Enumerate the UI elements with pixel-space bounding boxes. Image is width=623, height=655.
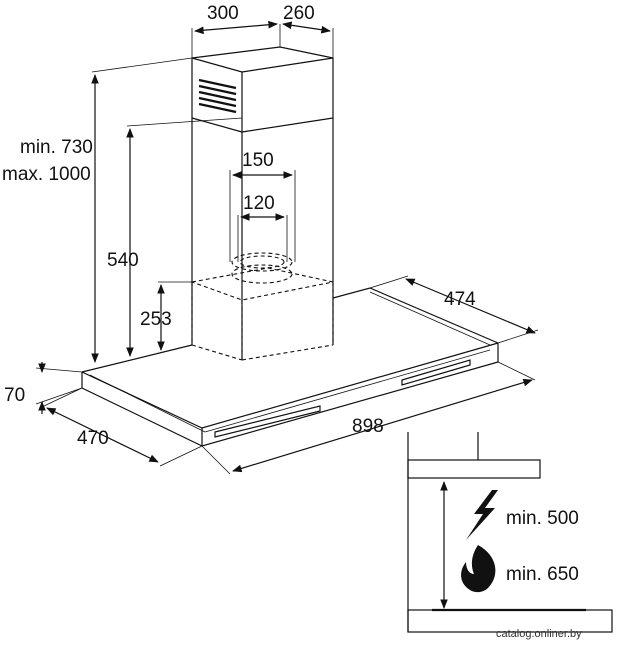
chimney-height-label: 540: [107, 250, 139, 271]
canopy-height-label: 70: [4, 385, 25, 406]
width-dimension: 898: [201, 361, 536, 475]
height-min-label: min. 730: [20, 137, 93, 158]
gas-clearance-label: min. 650: [506, 564, 579, 585]
width-label: 898: [352, 416, 384, 437]
depth-left-label: 470: [77, 428, 109, 449]
depth-right-label: 474: [444, 289, 476, 310]
motor-box-height-label: 253: [140, 309, 172, 330]
outlet-inner-label: 120: [243, 193, 275, 214]
depth-right-dimension: 474: [369, 275, 539, 344]
vent-slots: [198, 78, 237, 114]
depth-left-dimension: 470: [43, 387, 203, 467]
motor-box: [189, 267, 334, 361]
electric-clearance-label: min. 500: [506, 508, 579, 529]
outlet-outer-label: 150: [242, 150, 274, 171]
height-dimensions: min. 730 max. 1000 540 253: [2, 57, 243, 363]
clearance-inset: min. 500 min. 650: [407, 432, 613, 633]
chimney-top-dimensions: 300 260: [191, 3, 334, 58]
height-max-label: max. 1000: [2, 164, 91, 185]
lightning-icon: [466, 490, 498, 540]
watermark: catalog.onliner.by: [496, 628, 582, 640]
chimney-width-label: 300: [207, 3, 239, 24]
flame-icon: [461, 545, 496, 593]
canopy-height-dimension: 70: [4, 362, 83, 414]
chimney-depth-label: 260: [283, 3, 315, 24]
outlet-collar: 150 120: [229, 150, 296, 284]
